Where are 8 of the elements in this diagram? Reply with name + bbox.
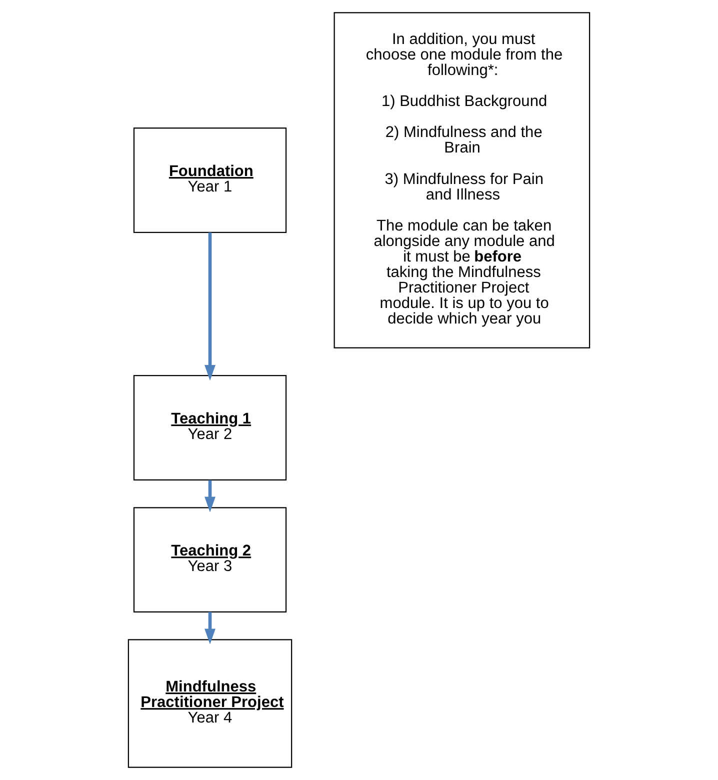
arrow	[204, 232, 216, 381]
arrow	[204, 480, 216, 512]
node-box: Teaching 2 Year 3	[133, 507, 287, 613]
node-box: Mindfulness Practitioner Project Year 4	[128, 639, 292, 768]
node-box: In addition, you must choose one module from the following*: 1) Buddhist Background 2) Mindfulness and the Brain 3) Mindfulness for Pain and Illness The module can be taken alongside any module and it must be before taking the Mindfulness Practitioner Project module. It is up to you to decide which year you	[334, 12, 590, 348]
arrow	[204, 612, 216, 644]
node-box: Foundation Year 1	[133, 128, 287, 233]
node-box: Teaching 1 Year 2	[133, 375, 287, 480]
